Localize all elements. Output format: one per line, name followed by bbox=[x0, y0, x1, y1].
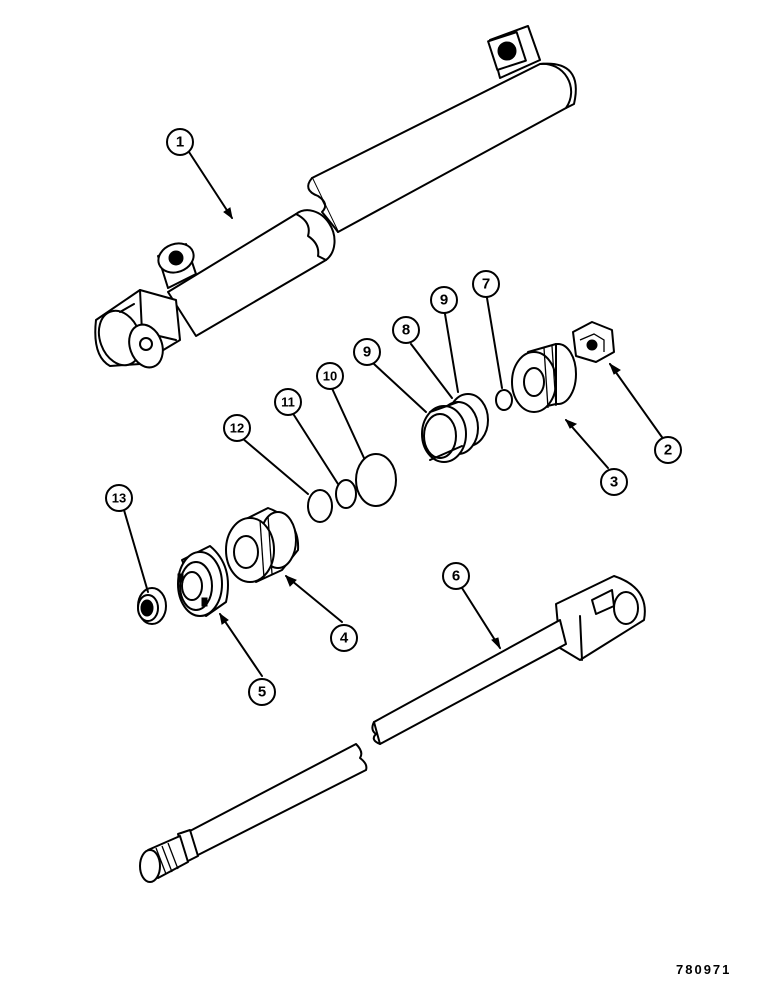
callout-10: 10 bbox=[316, 362, 344, 390]
piston-rod bbox=[139, 575, 646, 883]
wiper-seal bbox=[137, 587, 167, 625]
piston bbox=[511, 343, 577, 413]
leader-lines bbox=[123, 151, 665, 677]
callout-8: 8 bbox=[392, 316, 420, 344]
cylinder-barrel bbox=[94, 25, 577, 369]
callout-12: 12 bbox=[223, 414, 251, 442]
callout-label-1: 1 bbox=[176, 134, 184, 151]
callout-label-2: 2 bbox=[664, 442, 672, 459]
callout-3: 3 bbox=[600, 468, 628, 496]
callout-5: 5 bbox=[248, 678, 276, 706]
callout-label-6: 6 bbox=[452, 568, 460, 585]
callout-label-10: 10 bbox=[323, 369, 337, 384]
gland bbox=[225, 507, 300, 583]
callout-11: 11 bbox=[274, 388, 302, 416]
callout-label-4: 4 bbox=[340, 630, 349, 647]
callout-label-8: 8 bbox=[402, 322, 410, 339]
hex-nut bbox=[572, 321, 615, 363]
callout-13: 13 bbox=[105, 484, 133, 512]
callout-label-5: 5 bbox=[258, 684, 266, 701]
o-ring-large bbox=[355, 453, 397, 507]
callout-label-9b: 9 bbox=[440, 292, 448, 309]
drawing-number: 780971 bbox=[676, 962, 731, 977]
callout-label-11: 11 bbox=[281, 395, 295, 410]
gland-nut bbox=[177, 545, 229, 617]
callout-label-13: 13 bbox=[112, 491, 126, 506]
callout-label-7: 7 bbox=[482, 276, 490, 293]
callout-label-3: 3 bbox=[610, 474, 618, 491]
callout-6: 6 bbox=[442, 562, 470, 590]
o-ring-small bbox=[495, 389, 513, 411]
callout-1: 1 bbox=[166, 128, 194, 156]
callout-label-12: 12 bbox=[230, 421, 244, 436]
callout-4: 4 bbox=[330, 624, 358, 652]
callout-2: 2 bbox=[654, 436, 682, 464]
callout-9b: 9 bbox=[430, 286, 458, 314]
callout-7: 7 bbox=[472, 270, 500, 298]
callout-label-9a: 9 bbox=[363, 344, 371, 361]
o-ring-backup bbox=[307, 489, 333, 523]
piston-seal-assembly bbox=[421, 393, 489, 463]
o-ring-medium bbox=[335, 479, 357, 509]
callout-9a: 9 bbox=[353, 338, 381, 366]
